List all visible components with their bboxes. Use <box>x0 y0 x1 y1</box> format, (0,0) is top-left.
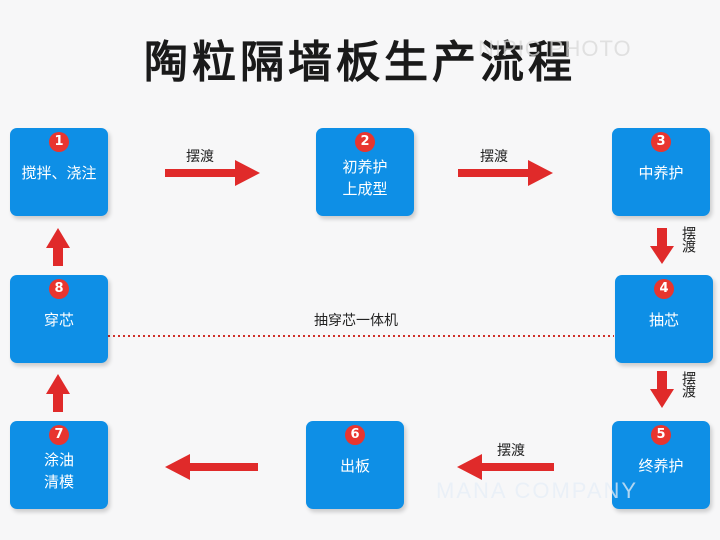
arrow-7-to-8 <box>46 374 70 412</box>
edge-label-1-2: 摆渡 <box>186 149 214 165</box>
watermark-top: NIPIC PHOTO <box>478 36 632 61</box>
step-number-badge: 5 <box>651 425 671 445</box>
arrow-2-to-3 <box>458 160 553 186</box>
step-label: 中养护 <box>638 164 684 182</box>
arrow-3-to-4 <box>650 228 674 264</box>
edge-label-4-5: 摆渡 <box>680 371 696 397</box>
step-box-5: 5 终养护 <box>612 421 710 509</box>
step-number-badge: 6 <box>345 425 365 445</box>
step-box-4: 4 抽芯 <box>615 275 713 363</box>
step-label: 初养护 上成型 <box>342 158 388 198</box>
step-box-6: 6 出板 <box>306 421 404 509</box>
arrow-8-to-1 <box>46 228 70 266</box>
step-box-2: 2 初养护 上成型 <box>316 128 414 216</box>
step-label: 抽芯 <box>648 311 679 329</box>
step-label: 终养护 <box>638 457 684 475</box>
page-title: 陶粒隔墙板生产流程 <box>144 37 576 88</box>
step-label: 出板 <box>339 457 370 475</box>
watermark-bottom: MANA COMPANY <box>436 478 639 503</box>
step-box-1: 1 搅拌、浇注 <box>10 128 108 216</box>
step-number-badge: 3 <box>651 132 671 152</box>
arrow-5-to-6 <box>457 454 554 480</box>
step-label: 涂油 清模 <box>43 451 74 491</box>
step-number-badge: 1 <box>49 132 69 152</box>
edge-label-2-3: 摆渡 <box>480 149 508 165</box>
step-number-badge: 2 <box>355 132 375 152</box>
arrow-6-to-7 <box>165 454 258 480</box>
step-number-badge: 7 <box>49 425 69 445</box>
step-box-7: 7 涂油 清模 <box>10 421 108 509</box>
edge-label-3-4: 摆渡 <box>680 226 696 252</box>
step-number-badge: 8 <box>49 279 69 299</box>
step-label: 搅拌、浇注 <box>21 164 97 182</box>
step-label: 穿芯 <box>43 311 74 329</box>
edge-label-8-4: 抽穿芯一体机 <box>314 313 398 329</box>
edge-label-5-6: 摆渡 <box>497 443 525 459</box>
arrow-4-to-5 <box>650 371 674 408</box>
step-number-badge: 4 <box>654 279 674 299</box>
step-box-8: 8 穿芯 <box>10 275 108 363</box>
arrow-1-to-2 <box>165 160 260 186</box>
step-box-3: 3 中养护 <box>612 128 710 216</box>
